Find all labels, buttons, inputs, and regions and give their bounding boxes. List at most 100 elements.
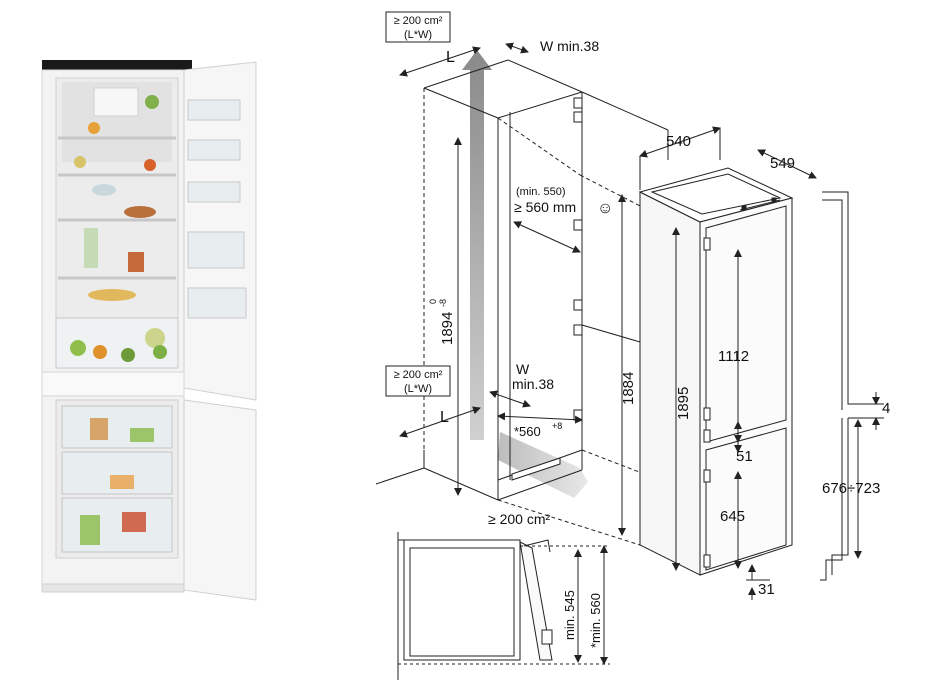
niche-width-label: *560: [514, 424, 541, 439]
vent-mid-label-1: ≥ 200 cm²: [394, 369, 443, 381]
food-item: [88, 122, 100, 134]
appliance-side: [699, 197, 793, 576]
food-item: [130, 428, 154, 442]
food-item: [153, 345, 167, 359]
food-item: [80, 515, 100, 545]
appliance-upper-door: [705, 205, 787, 443]
smiley-icon: ☺: [597, 200, 613, 217]
appliance-lower-door: [705, 427, 787, 571]
door-profile-upper: [822, 191, 862, 405]
food-item: [93, 345, 107, 359]
W-top-label: W min.38: [540, 38, 599, 54]
door-bin: [187, 139, 241, 161]
fridge-base: [41, 583, 185, 593]
fridge-top-trim: [42, 60, 192, 70]
dim-L-bottom: [399, 406, 481, 438]
appliance-hinge: [703, 407, 711, 421]
door-bin: [187, 181, 241, 203]
vent-mid-label-2: (L*W): [404, 383, 432, 395]
niche-edge: [423, 59, 509, 89]
section-min560-label: *min. 560: [588, 593, 603, 648]
dim-549: [757, 149, 817, 179]
niche-height-tol-down: -8: [438, 299, 448, 307]
airflow-arrow-up: [462, 50, 492, 440]
dim-L-top: [399, 46, 481, 77]
niche-edge: [579, 174, 649, 211]
door-bin: [187, 231, 245, 269]
plinth-vent: [511, 457, 561, 481]
food-item: [121, 348, 135, 362]
door-bin: [187, 287, 247, 319]
door-bin: [187, 99, 241, 121]
dim-1895-label: 1895: [675, 387, 692, 420]
food-item: [92, 184, 116, 196]
dim-1884-label: 1884: [620, 372, 637, 405]
niche-edge: [497, 91, 583, 119]
freezer-drawer: [61, 497, 173, 553]
dim-niche-width: [497, 412, 583, 424]
section-cabinet: [397, 532, 521, 680]
niche-floor: [497, 469, 583, 501]
appliance-hinge: [703, 469, 711, 483]
food-item: [144, 159, 156, 171]
door-profile-lower: [820, 417, 862, 581]
niche-edge: [423, 87, 499, 119]
niche-edge: [497, 499, 641, 546]
food-item: [145, 95, 159, 109]
food-item: [90, 418, 108, 440]
dim-31-label: 31: [758, 581, 775, 598]
brand-plate: [93, 87, 139, 117]
appliance-front: [639, 191, 701, 576]
food-item: [128, 252, 144, 272]
dim-549-label: 549: [770, 155, 795, 172]
food-item: [124, 206, 156, 218]
vent-box-top: [385, 11, 451, 43]
W-mid-label-2: min.38: [512, 376, 554, 392]
dim-W-top: [505, 42, 529, 54]
L-bottom-label: L: [440, 409, 449, 426]
W-mid-label-1: W: [516, 361, 530, 377]
vent-top-label-1: ≥ 200 cm²: [394, 15, 443, 27]
fridge-lower-door: [183, 399, 257, 601]
dim-645-label: 645: [720, 508, 745, 525]
appliance-hinge: [703, 237, 711, 251]
dim-1112-label: 1112: [718, 348, 749, 365]
fridge-photo: [41, 60, 257, 601]
dim-51-label: 51: [736, 448, 753, 465]
depth-rec-label: ≥ 560 mm: [514, 199, 576, 215]
compartment-divider: [41, 371, 185, 397]
dim-676-723-label: 676÷723: [822, 480, 880, 497]
vent-box-mid: [385, 365, 451, 397]
section-min545-label: min. 545: [562, 590, 577, 640]
dim-niche-depth: [513, 221, 581, 253]
depth-min-label: (min. 550): [516, 186, 566, 198]
appliance-hinge: [703, 554, 711, 568]
niche-edge: [497, 117, 581, 176]
food-item: [145, 328, 165, 348]
door-profile: [820, 191, 884, 581]
food-item: [110, 475, 134, 489]
niche-height-tol-up: 0: [428, 299, 438, 304]
niche-edge: [581, 324, 641, 343]
niche-floor: [375, 467, 425, 485]
dim-540: [639, 126, 721, 158]
hinges: [573, 97, 583, 421]
food-item: [84, 228, 98, 268]
niche-height-label: 1894: [439, 312, 456, 345]
niche-drawing: [375, 42, 669, 546]
section-appliance: [409, 547, 515, 657]
vent-bottom-label: ≥ 200 cm²: [488, 511, 550, 527]
appliance-top-rim: [650, 173, 782, 215]
L-top-label: L: [446, 49, 455, 66]
dim-540-label: 540: [666, 133, 691, 150]
niche-edge: [507, 59, 583, 93]
food-item: [122, 512, 146, 532]
niche-floor: [423, 467, 499, 501]
freezer-drawer: [61, 405, 173, 449]
food-item: [74, 156, 86, 168]
dim-4-label: 4: [882, 400, 890, 417]
section-view: [397, 532, 610, 680]
food-item: [70, 340, 86, 356]
dim-W-mid: [489, 390, 531, 408]
